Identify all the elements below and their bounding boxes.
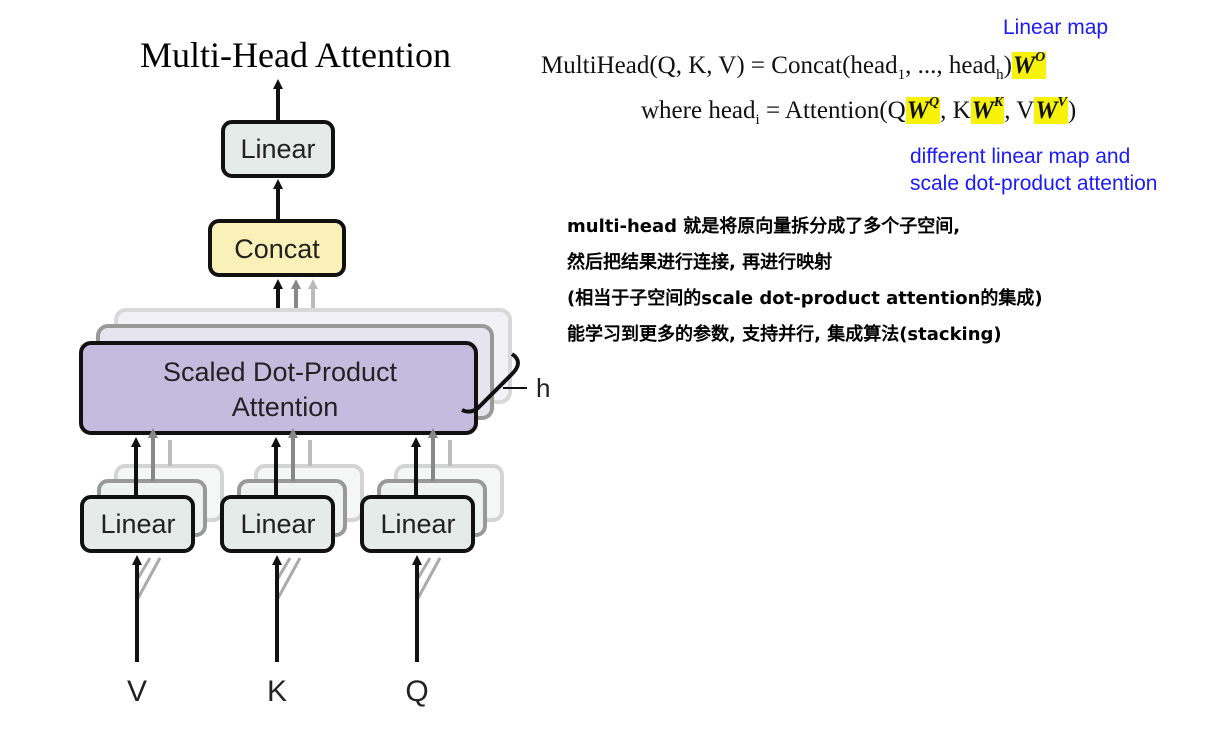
different-map-annotation-1: different linear map and [910, 145, 1131, 168]
input-v-label: V [127, 675, 147, 708]
wv-sup: V [1057, 95, 1067, 110]
wq-sup: Q [928, 95, 940, 110]
formula-close: ) [1003, 52, 1012, 79]
formula-eq: = Attention(Q [759, 97, 906, 124]
h-label: h [536, 373, 550, 403]
note-line-4: 能学习到更多的参数, 支持并行, 集成算法(stacking) [567, 324, 1002, 345]
wv-highlight: WV [1034, 95, 1068, 124]
wk-highlight: WK [970, 95, 1005, 124]
wo-sup: O [1035, 50, 1046, 65]
k-fan [275, 557, 302, 601]
wq-highlight: WQ [905, 95, 941, 124]
wo-highlight: WO [1011, 50, 1047, 79]
formula-close-2: ) [1067, 97, 1077, 124]
linear-top-label: Linear [240, 134, 315, 164]
linear-v-label: Linear [100, 509, 175, 539]
linear-q-box [360, 495, 475, 553]
q-fan [415, 557, 442, 601]
attention-box [79, 341, 478, 435]
note-line-1: multi-head 就是将原向量拆分成了多个子空间, [567, 216, 961, 237]
wo-letter: W [1012, 52, 1036, 79]
formula-mid: , ..., head [905, 52, 997, 79]
input-q-label: Q [405, 675, 428, 708]
formula-line-1: MultiHead(Q, K, V) = Concat(head1, ..., … [541, 50, 1047, 84]
input-k-label: K [267, 675, 287, 708]
attention-label-line2: Attention [232, 392, 339, 422]
formula-line-2: where headi = Attention(QWQ, KWK, VWV) [641, 95, 1076, 129]
different-map-annotation-2: scale dot-product attention [910, 172, 1158, 195]
formula-comma-v: , V [1004, 97, 1035, 124]
formula-comma-k: , K [940, 97, 971, 124]
attention-label-line1: Scaled Dot-Product [163, 357, 398, 387]
formula-sub-h: h [996, 67, 1004, 83]
linear-q-label: Linear [380, 509, 455, 539]
concat-label: Concat [234, 234, 320, 264]
linear-v-box [80, 495, 195, 553]
formula-where: where head [641, 97, 756, 124]
concat-box [208, 219, 346, 277]
note-line-3: (相当于子空间的scale dot-product attention的集成) [567, 288, 1043, 309]
h-bracket [461, 352, 520, 414]
multi-head-attention-diagram: Linear Concat Scaled Dot-Product Attenti… [79, 79, 550, 708]
wk-sup: K [993, 95, 1004, 110]
linear-top-box [221, 120, 335, 178]
linear-k-box [220, 495, 335, 553]
note-line-2: 然后把结果进行连接, 再进行映射 [567, 252, 833, 273]
diagram-title: Multi-Head Attention [140, 35, 451, 75]
v-fan [135, 557, 162, 601]
formula-sub-1: 1 [897, 67, 906, 83]
formula-sub-i: i [755, 112, 760, 128]
formula-lhs: MultiHead(Q, K, V) = Concat(head [541, 52, 898, 79]
linear-k-label: Linear [240, 509, 315, 539]
linear-map-annotation: Linear map [1003, 16, 1109, 39]
